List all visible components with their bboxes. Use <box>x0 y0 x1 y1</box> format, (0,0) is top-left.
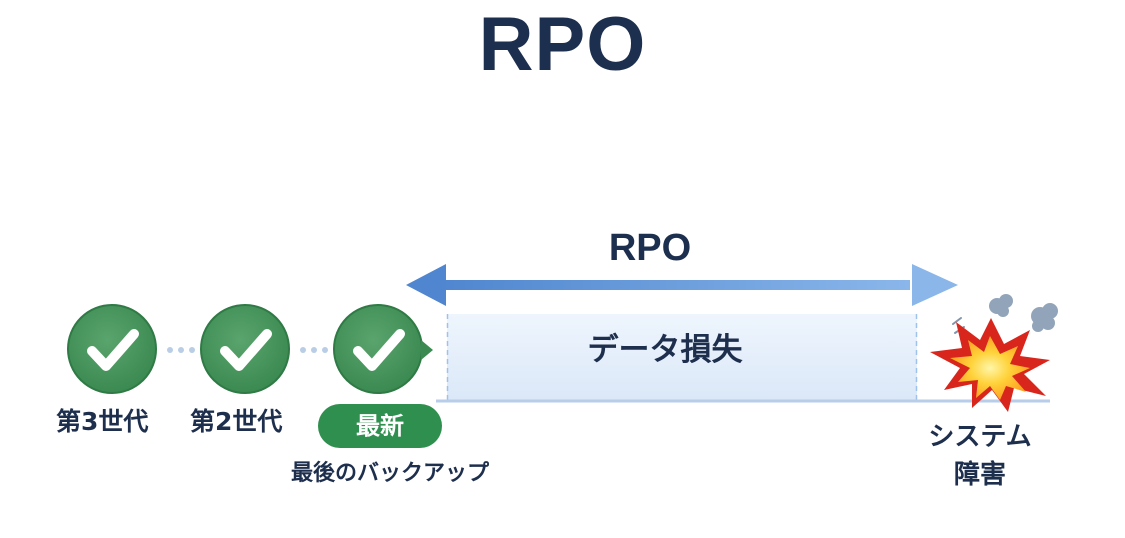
backup-gen3-label: 第3世代 <box>56 407 149 436</box>
data-loss-region <box>446 314 918 400</box>
explosion-icon <box>930 294 1058 412</box>
rpo-double-arrow <box>406 264 958 306</box>
backup-gen2-label: 第2世代 <box>190 407 283 436</box>
system-failure-label-line2: 障害 <box>953 460 1006 490</box>
arrow-left-head <box>406 264 446 306</box>
check-circle-icon <box>67 304 157 394</box>
arrow-right-head <box>912 264 958 306</box>
rpo-interval-label: RPO <box>608 227 692 269</box>
pointer-tail <box>421 340 433 360</box>
connector-dots <box>167 347 328 353</box>
data-loss-label: データ損失 <box>587 332 743 368</box>
check-circle-icon <box>333 304 433 394</box>
latest-badge: 最新 <box>318 404 442 448</box>
last-backup-caption: 最後のバックアップ <box>290 461 489 486</box>
system-failure-label-line1: システム <box>928 422 1032 452</box>
check-circle-icon <box>200 304 290 394</box>
page-title: RPO <box>478 2 647 87</box>
